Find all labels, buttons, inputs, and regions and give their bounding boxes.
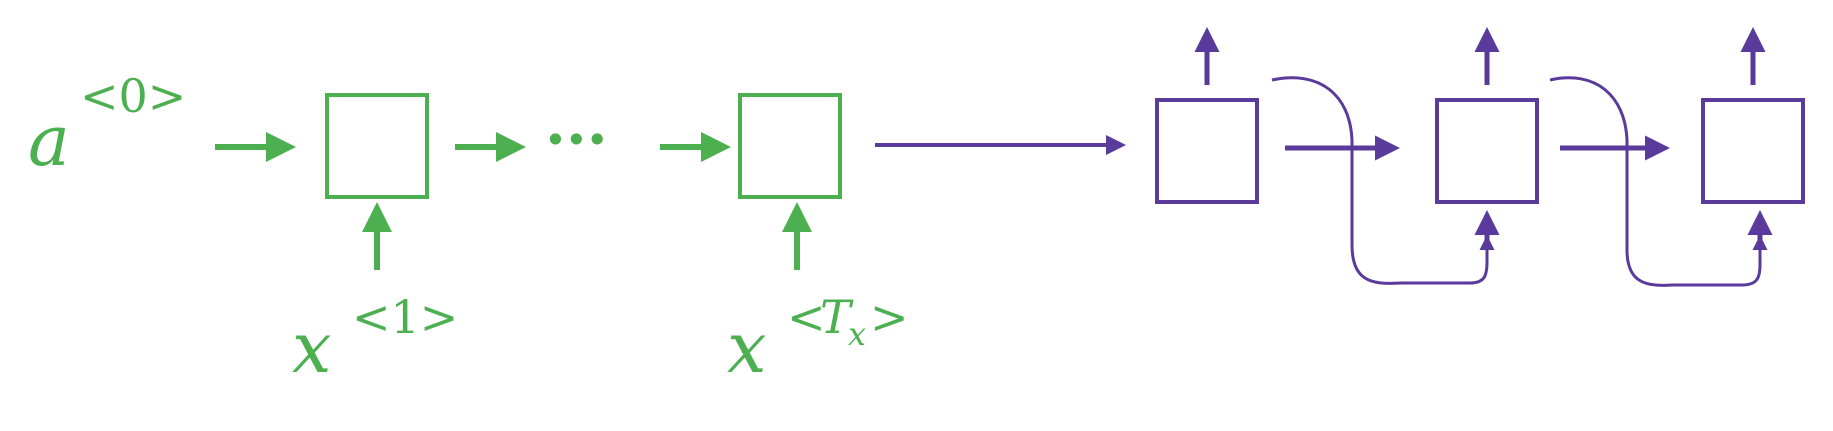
decoder-cell-3	[1701, 98, 1805, 204]
decoder-cell-1	[1155, 98, 1259, 204]
input-last-superscript-open: <	[787, 290, 826, 344]
encoder-cell-last	[738, 93, 842, 199]
decoder-feedback-loop-1	[1271, 76, 1495, 285]
input-first-superscript: <1>	[352, 290, 458, 344]
ellipsis: ···	[545, 105, 608, 175]
input-last-superscript-symbol: T	[820, 290, 854, 344]
decoder-feedback-loop-2	[1549, 76, 1768, 287]
input-last-superscript-close: >	[870, 290, 909, 344]
encoder-cell-1	[325, 93, 429, 199]
decoder	[875, 27, 1805, 287]
initial-activation-label: a	[28, 100, 70, 182]
decoder-cell-2	[1435, 98, 1539, 204]
input-last-superscript-subscript: x	[848, 315, 866, 353]
input-first-label: x	[292, 307, 331, 389]
input-last-label: x	[727, 307, 766, 389]
encoder: a <0> x <1> ··· x < T x >	[28, 69, 909, 389]
initial-activation-superscript: <0>	[80, 69, 186, 123]
